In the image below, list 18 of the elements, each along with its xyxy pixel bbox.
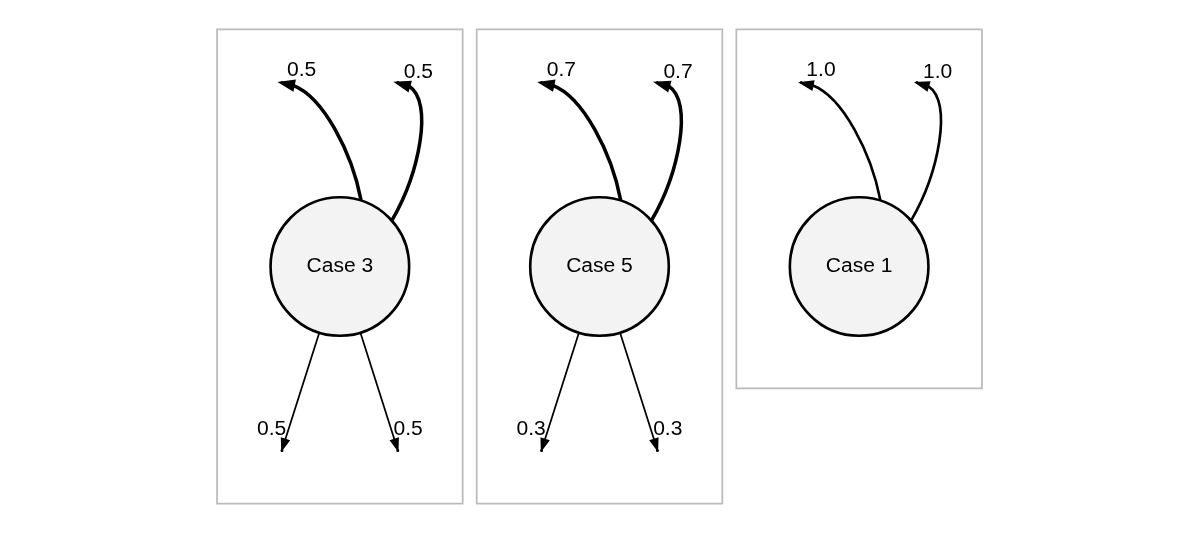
- node-circle: Case 3: [269, 195, 411, 338]
- edge-label: 0.5: [393, 415, 423, 439]
- cluster: [475, 28, 724, 505]
- edge-label: 0.3: [516, 415, 546, 439]
- edge-label: 1.0: [806, 57, 836, 81]
- edge-label: 0.3: [653, 415, 683, 439]
- arrow: [540, 331, 580, 453]
- node-circle: Case 5: [528, 195, 671, 338]
- cluster: [216, 28, 464, 505]
- edge-label: 0.5: [403, 58, 434, 82]
- edge-label: 1.0: [923, 58, 953, 82]
- cluster: [735, 28, 983, 390]
- edge-label: 0.5: [287, 57, 317, 81]
- node-circle: Case 1: [788, 195, 930, 338]
- edge-label: 0.5: [256, 415, 287, 439]
- arrow: [619, 331, 659, 453]
- edge-label: 0.7: [663, 58, 693, 82]
- edge-label: 0.7: [546, 57, 576, 81]
